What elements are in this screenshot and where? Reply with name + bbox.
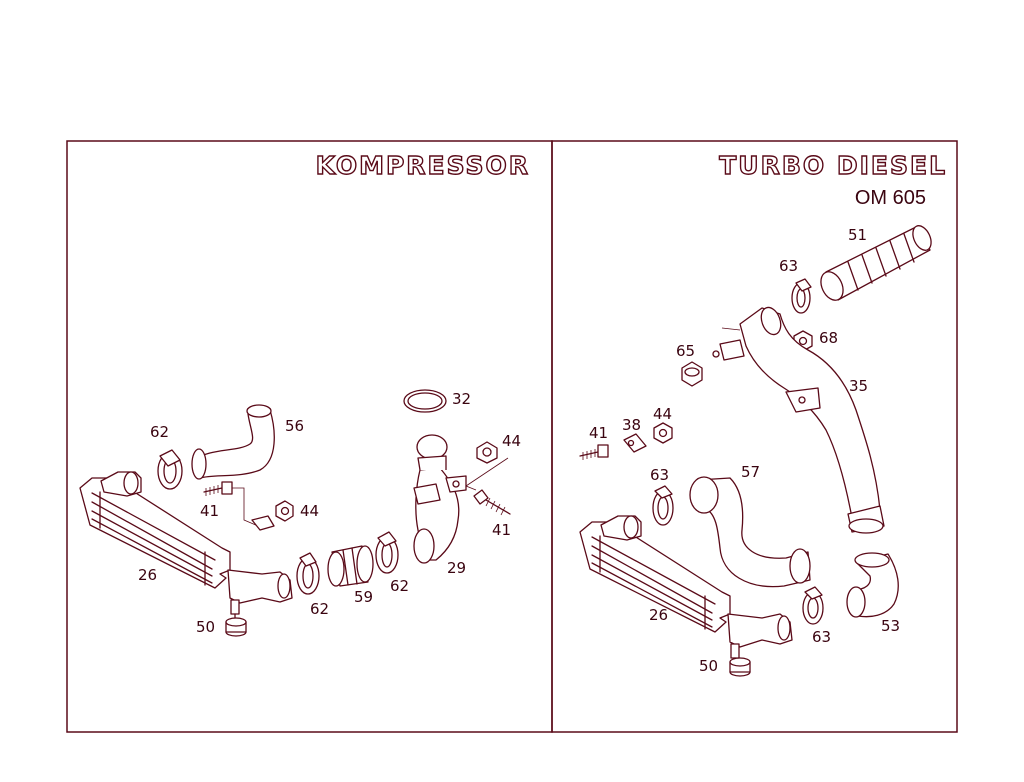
plug-50-b [729,657,751,677]
callout-50-a: 50 [196,618,215,636]
intercooler-26-right [579,515,793,663]
callout-63-b: 63 [650,466,669,484]
o-ring-32 [403,389,447,413]
clamp-63-c [802,586,824,625]
callout-41-c: 41 [589,424,608,442]
clamp-62-a [157,449,183,490]
elbow-53 [846,552,899,618]
callout-68: 68 [819,329,838,347]
kompressor-title: KOMPRESSOR [316,151,530,180]
bracket-small [251,515,275,531]
pipe-35 [712,306,885,534]
callout-44-c: 44 [653,405,672,423]
callout-44-a: 44 [300,502,319,520]
clamp-63-b [652,485,674,526]
screw-41-c [579,444,609,460]
engine-code: OM 605 [855,187,926,209]
plug-50-a [225,617,247,637]
callout-26-b: 26 [649,606,668,624]
callout-62-a: 62 [150,423,169,441]
callout-50-b: 50 [699,657,718,675]
clamp-62-b [296,552,320,595]
callout-63-a: 63 [779,257,798,275]
bracket-38 [623,433,647,453]
bellows-51 [820,225,932,301]
callout-65: 65 [676,342,695,360]
callout-51: 51 [848,226,867,244]
callout-62-b: 62 [310,600,329,618]
clamp-63-a [791,278,812,314]
nut-44-b [476,441,498,464]
plug-65 [681,361,703,387]
sleeve-59 [327,545,374,587]
callout-41-b: 41 [492,521,511,539]
callout-57: 57 [741,463,760,481]
kompressor-panel-frame [66,140,553,733]
screw-41-b [473,489,511,516]
pipe-29 [413,434,509,564]
callout-56: 56 [285,417,304,435]
hose-56 [191,404,275,480]
hose-57 [689,476,811,588]
callout-41-a: 41 [200,502,219,520]
nut-44-a [275,500,294,522]
callout-63-c: 63 [812,628,831,646]
callout-44-b: 44 [502,432,521,450]
turbo-diesel-panel-frame [551,140,958,733]
callout-38: 38 [622,416,641,434]
callout-59: 59 [354,588,373,606]
screw-41-a [203,481,259,527]
callout-53: 53 [881,617,900,635]
nut-44-c [653,422,673,444]
clamp-62-c [375,531,399,574]
turbo-diesel-title: TURBO DIESEL [719,151,947,180]
callout-26-a: 26 [138,566,157,584]
callout-29: 29 [447,559,466,577]
callout-62-c: 62 [390,577,409,595]
intercooler-26-left [79,471,293,621]
callout-32: 32 [452,390,471,408]
callout-35: 35 [849,377,868,395]
